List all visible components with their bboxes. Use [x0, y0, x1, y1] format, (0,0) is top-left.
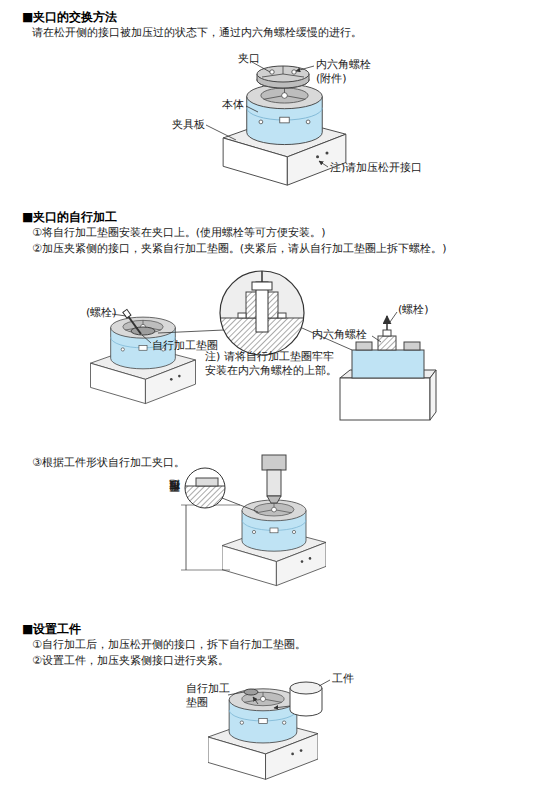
part-label: 工件: [332, 672, 354, 686]
part-label: 夹具板: [172, 118, 205, 132]
instruction-text: ①自行加工后，加压松开侧的接口，拆下自行加工垫圈。: [32, 638, 306, 652]
note-text: 注)请加压松开接口: [330, 161, 422, 175]
instruction-text: ③根据工件形状自行加工夹口。: [32, 456, 185, 470]
note-text: 注) 请将自行加工垫圈牢牢 安装在内六角螺栓的上部。: [205, 350, 347, 378]
instruction-text: ②加压夹紧侧的接口，夹紧自行加工垫圈。(夹紧后，请从自行加工垫圈上拆下螺栓。): [32, 242, 446, 256]
instruction-text: ②设置工件，加压夹紧侧接口进行夹紧。: [32, 654, 229, 668]
part-label: (螺栓): [398, 303, 429, 317]
instruction-text: ①将自行加工垫圈安装在夹口上。(使用螺栓等可方便安装。): [32, 226, 325, 240]
section-heading: ■夹口的自行加工: [22, 210, 117, 224]
instruction-text: 请在松开侧的接口被加压过的状态下，通过内六角螺栓缓慢的进行。: [32, 26, 362, 40]
part-label: 内六角螺栓: [316, 58, 371, 72]
section-heading: ■夹口的交换方法: [22, 10, 117, 24]
part-label: 夹口: [238, 52, 260, 66]
part-label: (附件): [316, 72, 347, 86]
part-label: 本体: [222, 98, 244, 112]
part-label: (螺栓): [86, 306, 117, 320]
part-label: 自行加工 垫圈: [186, 682, 234, 710]
part-label: 内六角螺栓: [312, 328, 367, 342]
section-heading: ■设置工件: [22, 622, 81, 636]
